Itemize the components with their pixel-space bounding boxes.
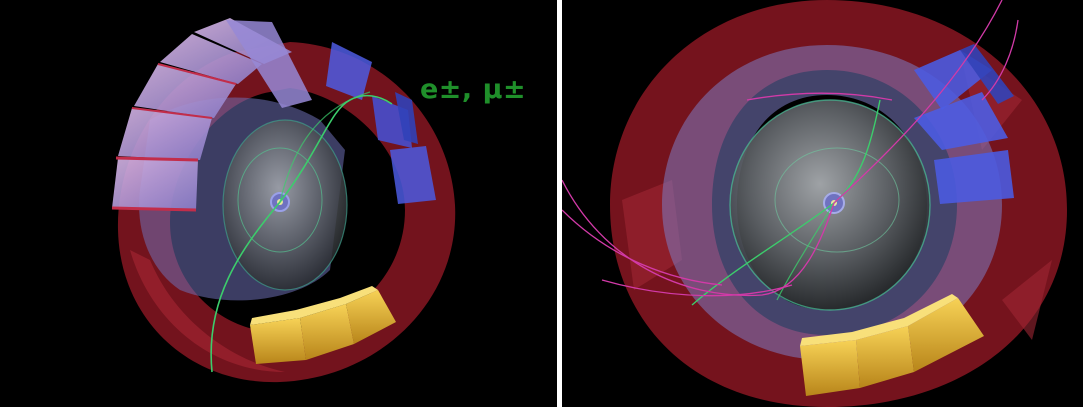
forward-calorimeter-blocks — [800, 294, 984, 396]
lepton-track-curl — [279, 91, 371, 203]
left-event-display: e±, μ± — [0, 0, 557, 407]
left-detector-svg — [111, 18, 456, 383]
lepton-track — [691, 99, 881, 306]
lepton-track-2 — [776, 202, 835, 301]
muon-chambers — [326, 42, 436, 204]
hadronic-inner-shade — [130, 250, 285, 372]
inner-tracker-ring — [774, 147, 900, 253]
right-event-display — [562, 0, 1083, 407]
particle-label: e±, μ± — [420, 74, 527, 105]
em-calorimeter-translucent — [662, 45, 1002, 360]
inner-detector-rim — [222, 119, 348, 291]
em-calorimeter-sectors — [111, 18, 312, 212]
muon-chambers — [914, 44, 1014, 204]
forward-calorimeter-blocks — [250, 286, 396, 364]
right-detector-svg — [562, 0, 1067, 407]
inner-detector-rim — [729, 99, 931, 311]
charged-tracks — [562, 0, 1019, 297]
inner-tracker-ring — [237, 147, 323, 253]
panel-divider — [557, 0, 562, 407]
lepton-track — [210, 94, 393, 373]
